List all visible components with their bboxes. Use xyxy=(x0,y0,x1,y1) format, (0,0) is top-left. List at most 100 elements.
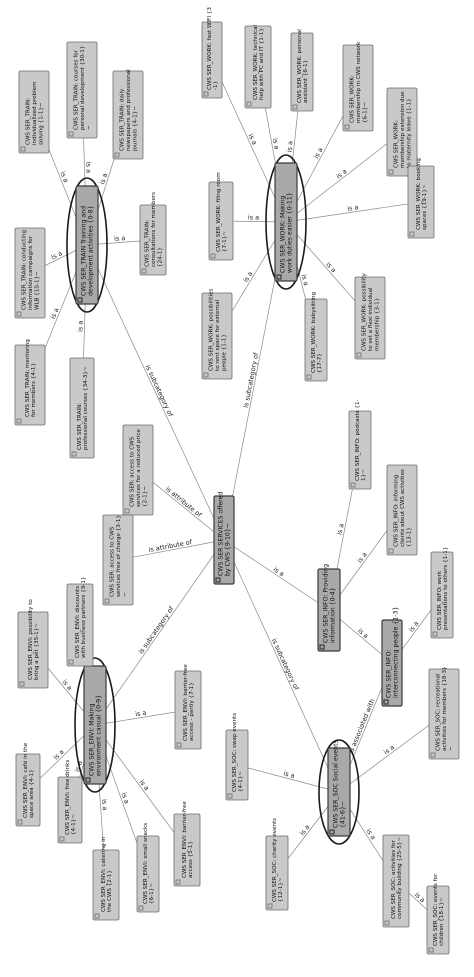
node-label-line: WLB {10-1}~ xyxy=(34,271,40,310)
code-icon xyxy=(94,913,100,919)
node-t7[interactable]: CWS SER_TRAIN:professional courses {34-3… xyxy=(69,357,95,459)
node-w9[interactable]: CWS SER_WORK: babysitting{17-7} xyxy=(304,292,328,382)
edge-label: is a xyxy=(283,769,296,780)
node-box xyxy=(102,514,134,606)
edge-label: is a xyxy=(312,146,324,160)
node-label-line: assistant {6-1} xyxy=(303,60,309,103)
node-label-line: {4-1}~ xyxy=(71,814,77,835)
node-label-line: CWS SER_WORK: Making xyxy=(280,196,287,273)
edge-label: is subcategory of xyxy=(144,364,175,419)
node-label-line: CWS SER_TRAIN: courses for xyxy=(74,49,80,130)
node-label-line: CWS SER_ENVI: barrier-free xyxy=(183,664,189,741)
highlight-ring xyxy=(74,657,116,793)
node-label-line: {41-6}~ xyxy=(340,801,347,828)
node-box xyxy=(386,464,418,556)
node-e7[interactable]: CWS SER_ENVI: small snacks{6-1}~ xyxy=(136,823,160,913)
node-label-line: {12-1}~ xyxy=(278,877,284,902)
node-label-line: CWS SER_WORK: filing room xyxy=(216,172,222,252)
node-s1[interactable]: CWS SER_SOC: swap events{4-1}~ xyxy=(225,713,249,801)
node-w4[interactable]: CWS SER_WORK:membership in CWS network{6… xyxy=(342,41,374,132)
node-label-line: to rent space for external xyxy=(215,299,221,371)
node-box xyxy=(381,619,403,707)
node-label-line: newspapers and professional xyxy=(126,69,132,151)
node-i1[interactable]: CWS SER_INFO: podcasts {1-1}~ xyxy=(348,399,372,490)
node-soc-main[interactable]: CWS SER_SOC Social events{41-6}~ xyxy=(318,739,360,845)
node-label-line: {6-1}~ xyxy=(149,883,155,904)
node-label-line: CWS SER_ENVI: possibility to xyxy=(28,599,34,680)
node-w6[interactable]: CWS SER_WORK: filing room{7-1}~ xyxy=(208,172,234,261)
edge-label: is a xyxy=(138,778,151,792)
node-box xyxy=(66,583,94,667)
node-label-line: -1} xyxy=(213,81,219,90)
node-t5[interactable]: CWS SER_TRAIN:consultations for members{… xyxy=(139,192,167,276)
edge-label: is a xyxy=(248,213,259,221)
node-box xyxy=(304,298,328,382)
node-label-line: for members {4-1} xyxy=(31,363,37,417)
node-inter-people[interactable]: CWS SER_INFO:interconnecting people {1-3… xyxy=(381,607,403,707)
node-label-line: consultations for members xyxy=(151,192,157,267)
edge-label: is a xyxy=(382,743,396,756)
node-box xyxy=(274,162,298,282)
node-label-line: membership in CWS network xyxy=(356,41,362,123)
node-label-line: spaces {19-1}~ xyxy=(422,184,428,230)
node-label-line: CWS SER_WORK: personal xyxy=(297,29,303,103)
edge-label: is associated with xyxy=(347,698,376,755)
edge-label: is a xyxy=(49,307,61,320)
node-label-line: journals {4-1}~ xyxy=(132,106,138,152)
edge-label: is a xyxy=(50,249,64,261)
node-label-line: CWS SER_ENVI: barrier-free xyxy=(182,801,188,878)
node-box xyxy=(174,670,202,750)
edge-w1-to-work_main xyxy=(211,59,287,223)
edge-e3-to-envi_main xyxy=(94,709,189,726)
node-label-line: {17-7} xyxy=(317,353,323,373)
node-box xyxy=(201,292,233,380)
node-box xyxy=(66,41,98,139)
code-icon xyxy=(388,548,394,554)
code-icon xyxy=(356,352,362,358)
node-w1[interactable]: CWS SER_WORK: fast WIFI {3-1} xyxy=(201,7,223,99)
edge-e8-to-envi_main xyxy=(94,724,188,851)
node-label-line: CWS SER_TRAIN: xyxy=(77,403,83,450)
edge-label: is a xyxy=(364,827,377,841)
code-icon xyxy=(383,699,389,705)
node-box xyxy=(265,835,289,911)
node-s2[interactable]: CWS SER_SOC: charity events{12-1}~ xyxy=(265,818,289,911)
node-e5[interactable]: CWS SER_ENVI: free drinks{4-1}~ xyxy=(57,760,83,844)
edge-label: is a xyxy=(242,270,255,284)
node-box xyxy=(317,568,341,652)
node-label-line: work duties easier {0-11} xyxy=(287,192,294,273)
node-label-line: information campaigns for xyxy=(28,235,34,310)
edge-label: is a xyxy=(347,203,359,213)
node-label-line: CWS SER_WORK: possibilities xyxy=(209,289,215,371)
node-label-line: CWS SER_ENVI: Making xyxy=(89,703,96,776)
